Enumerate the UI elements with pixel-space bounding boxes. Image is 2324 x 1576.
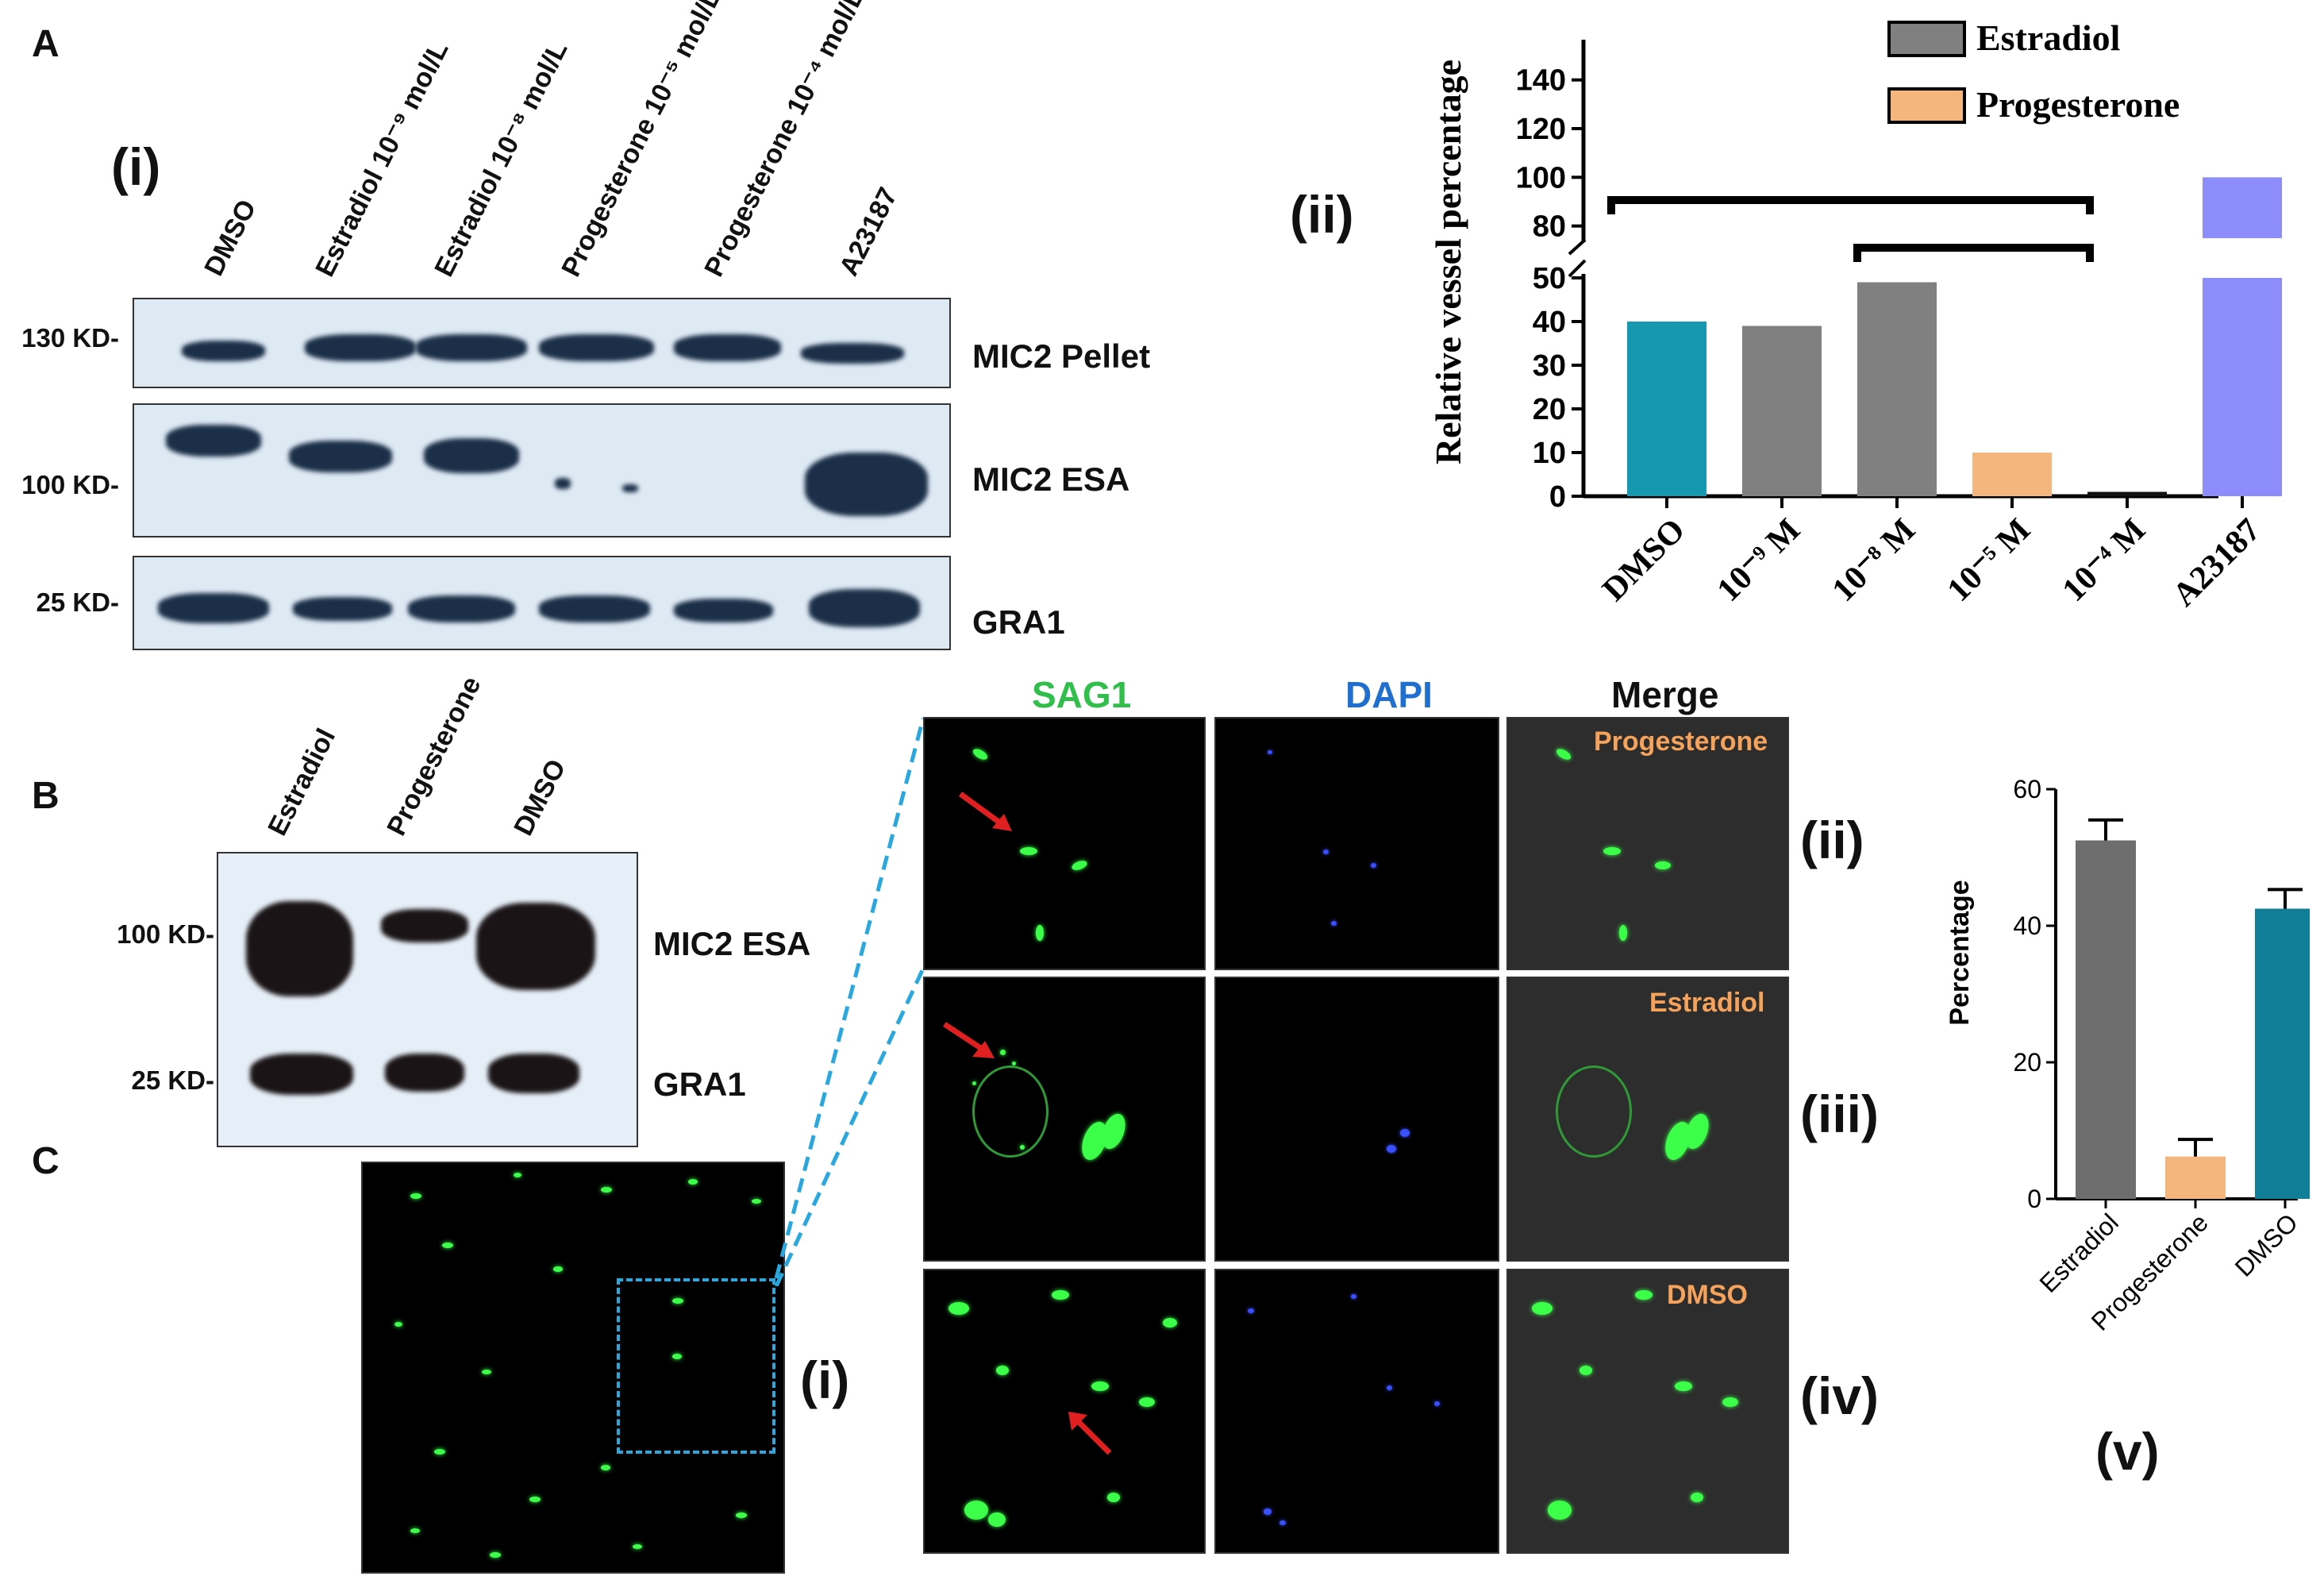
bar — [1972, 453, 2052, 496]
marker-b-100kd: 100 KD- — [117, 919, 214, 949]
overview-micrograph — [361, 1162, 785, 1574]
blot-b — [217, 852, 638, 1147]
marker-25kd: 25 KD- — [36, 588, 119, 617]
y-tick-label: 10 — [1533, 437, 1566, 470]
vessel-chart: Relative vessel percentage 0 10 20 30 40 50 80… — [1428, 17, 2282, 614]
panel-b-letter: B — [32, 775, 60, 817]
label-gra1-a: GRA1 — [972, 603, 1065, 641]
x-tick-label: 10⁻⁴ M — [2056, 512, 2153, 609]
lane-label-b-estradiol: Estradiol — [262, 723, 342, 841]
y-tick-label: 0 — [1549, 480, 1566, 514]
bar — [2255, 908, 2310, 1199]
panel-a-letter: A — [32, 23, 60, 65]
col-header-sag1: SAG1 — [1032, 674, 1132, 715]
merge-dmso: DMSO — [1506, 1269, 1789, 1554]
bar — [2076, 840, 2136, 1199]
col-header-dapi: DAPI — [1345, 674, 1433, 715]
marker-b-25kd: 25 KD- — [131, 1065, 214, 1095]
zoom-region-box — [617, 1278, 775, 1454]
merge-estradiol: Estradiol — [1506, 977, 1789, 1262]
x-tick-label: DMSO — [1595, 512, 1692, 609]
zoom-lines — [774, 718, 925, 1286]
axis-break-mark — [1568, 238, 1587, 256]
tag-progesterone: Progesterone — [1594, 726, 1768, 757]
marker-100kd: 100 KD- — [21, 470, 119, 499]
y-tick-label: 20 — [2013, 1048, 2041, 1077]
y-tick-label: 120 — [1516, 113, 1566, 146]
bar — [1857, 282, 1937, 496]
panel-c-letter: C — [32, 1140, 60, 1182]
blot-mic2-esa — [133, 403, 951, 538]
axis-break-mark — [1568, 259, 1587, 278]
chart-v-label: (v) — [2095, 1422, 2160, 1481]
blot-mic2-pellet — [133, 298, 951, 388]
lane-label-b-progesterone: Progesterone — [381, 671, 487, 841]
y-tick-label: 100 — [1516, 161, 1566, 195]
y-tick-label: 60 — [2013, 775, 2041, 803]
vessel-chart-ylabel: Relative vessel percentage — [1428, 60, 1468, 464]
significance-bracket-1 — [1607, 196, 2094, 214]
bar — [1742, 326, 1822, 496]
row-label-ii: (ii) — [1800, 811, 1864, 869]
dapi-dmso — [1214, 1269, 1499, 1554]
y-tick-label: 40 — [2013, 911, 2041, 940]
y-tick-label: 30 — [1533, 349, 1566, 383]
x-tick-label: Estradiol — [2034, 1208, 2123, 1297]
dapi-estradiol — [1214, 977, 1499, 1262]
lane-label-a23187: A23187 — [833, 183, 904, 281]
x-tick-label: 10⁻⁵ M — [1941, 512, 2037, 609]
dapi-progesterone — [1214, 717, 1499, 970]
merge-progesterone: Progesterone — [1506, 717, 1789, 970]
bar — [1627, 322, 1706, 496]
red-arrow-2 — [943, 1022, 995, 1058]
red-arrow-3 — [1068, 1412, 1112, 1455]
panel-a-i-label: (i) — [111, 137, 161, 196]
tag-dmso: DMSO — [1667, 1280, 1748, 1310]
bar — [2203, 278, 2282, 496]
y-tick-label: 140 — [1516, 64, 1566, 98]
sag1-dmso — [923, 1269, 1206, 1554]
lane-label-estradiol-1e-9: Estradiol 10⁻⁹ mol/L — [310, 36, 455, 282]
x-tick-label: A23187 — [2166, 512, 2268, 614]
label-b-gra1: GRA1 — [653, 1065, 746, 1103]
percentage-chart-ylabel: Percentage — [1945, 880, 1975, 1025]
lane-label-estradiol-1e-8: Estradiol 10⁻⁸ mol/L — [429, 37, 574, 282]
y-tick-label: 50 — [1533, 262, 1566, 295]
sag1-estradiol — [923, 977, 1206, 1262]
lane-label-b-dmso: DMSO — [508, 754, 572, 841]
label-mic2-pellet: MIC2 Pellet — [972, 337, 1151, 375]
y-tick-label: 0 — [2027, 1185, 2041, 1213]
bar-upper — [2203, 177, 2282, 238]
row-label-iii: (iii) — [1800, 1085, 1879, 1143]
legend-estradiol: Estradiol — [1976, 17, 2120, 58]
y-tick-label: 40 — [1533, 306, 1566, 339]
lane-label-progesterone-1e-4: Progesterone 10⁻⁴ mol/L — [698, 0, 871, 282]
bar — [2087, 491, 2167, 496]
label-mic2-esa-a: MIC2 ESA — [972, 460, 1130, 498]
bar — [2165, 1156, 2226, 1199]
lane-label-dmso: DMSO — [198, 195, 263, 281]
lane-label-progesterone-1e-5: Progesterone 10⁻⁵ mol/L — [556, 0, 727, 282]
legend-progesterone: Progesterone — [1976, 84, 2180, 125]
red-arrow-1 — [958, 792, 1012, 831]
label-b-mic2-esa: MIC2 ESA — [653, 925, 811, 962]
tag-estradiol: Estradiol — [1649, 988, 1765, 1018]
x-tick-label: 10⁻⁸ M — [1826, 512, 1922, 609]
blot-gra1 — [133, 556, 951, 650]
sag1-progesterone — [923, 717, 1206, 970]
overview-label: (i) — [800, 1351, 850, 1409]
y-tick-label: 80 — [1533, 210, 1566, 244]
x-tick-label: DMSO — [2230, 1208, 2303, 1281]
x-tick-label: 10⁻⁹ M — [1710, 512, 1807, 609]
panel-a-ii-label: (ii) — [1290, 185, 1354, 244]
significance-bracket-2 — [1853, 244, 2094, 262]
row-label-iv: (iv) — [1800, 1366, 1879, 1425]
y-tick-label: 20 — [1533, 393, 1566, 426]
col-header-merge: Merge — [1611, 674, 1719, 715]
marker-130kd: 130 KD- — [21, 323, 119, 353]
